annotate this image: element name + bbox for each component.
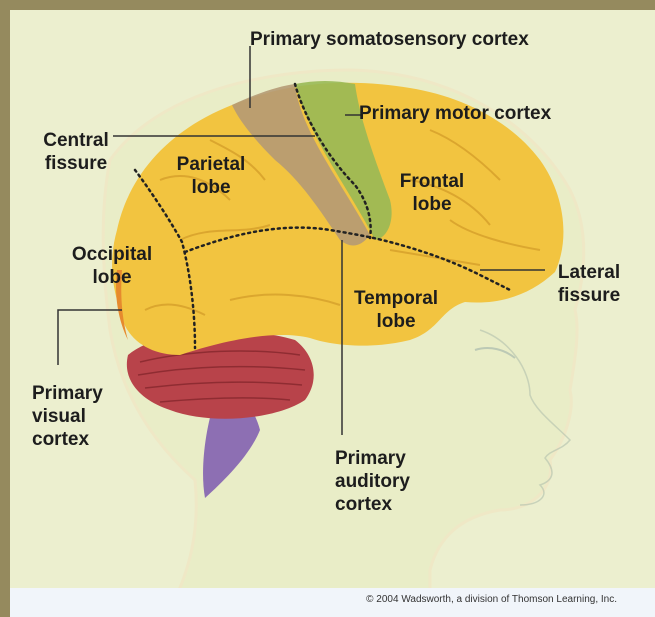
temporal-lobe-line-1: Temporal xyxy=(342,287,450,310)
frontal-lobe-label: Frontal lobe xyxy=(392,170,472,216)
occipital-lobe-line-1: Occipital xyxy=(64,243,160,266)
primary-auditory-cortex-line-1: Primary xyxy=(335,447,410,470)
primary-visual-cortex-line-2: visual xyxy=(32,405,103,428)
parietal-lobe-line-2: lobe xyxy=(168,176,254,199)
primary-auditory-cortex-line-3: cortex xyxy=(335,493,410,516)
primary-visual-cortex-line-3: cortex xyxy=(32,428,103,451)
copyright-text: © 2004 Wadsworth, a division of Thomson … xyxy=(366,594,617,605)
central-fissure-line-2: fissure xyxy=(32,152,120,175)
brain-illustration xyxy=(10,10,655,617)
parietal-lobe-label: Parietal lobe xyxy=(168,153,254,199)
figure-canvas: Primary somatosensory cortex Primary mot… xyxy=(10,10,655,617)
primary-visual-cortex-label: Primary visual cortex xyxy=(32,382,103,451)
temporal-lobe-label: Temporal lobe xyxy=(342,287,450,333)
primary-motor-cortex-label: Primary motor cortex xyxy=(359,102,551,125)
frontal-lobe-line-1: Frontal xyxy=(392,170,472,193)
primary-auditory-cortex-line-2: auditory xyxy=(335,470,410,493)
central-fissure-line-1: Central xyxy=(32,129,120,152)
lateral-fissure-label: Lateral fissure xyxy=(545,261,633,307)
temporal-lobe-line-2: lobe xyxy=(342,310,450,333)
primary-auditory-cortex-label: Primary auditory cortex xyxy=(335,447,410,516)
parietal-lobe-line-1: Parietal xyxy=(168,153,254,176)
lateral-fissure-line-1: Lateral xyxy=(545,261,633,284)
footer-bar: © 2004 Wadsworth, a division of Thomson … xyxy=(10,588,655,617)
lateral-fissure-line-2: fissure xyxy=(545,284,633,307)
occipital-lobe-line-2: lobe xyxy=(64,266,160,289)
occipital-lobe-label: Occipital lobe xyxy=(64,243,160,289)
frontal-lobe-line-2: lobe xyxy=(392,193,472,216)
primary-visual-cortex-line-1: Primary xyxy=(32,382,103,405)
central-fissure-label: Central fissure xyxy=(32,129,120,175)
primary-somatosensory-cortex-label: Primary somatosensory cortex xyxy=(250,28,529,51)
